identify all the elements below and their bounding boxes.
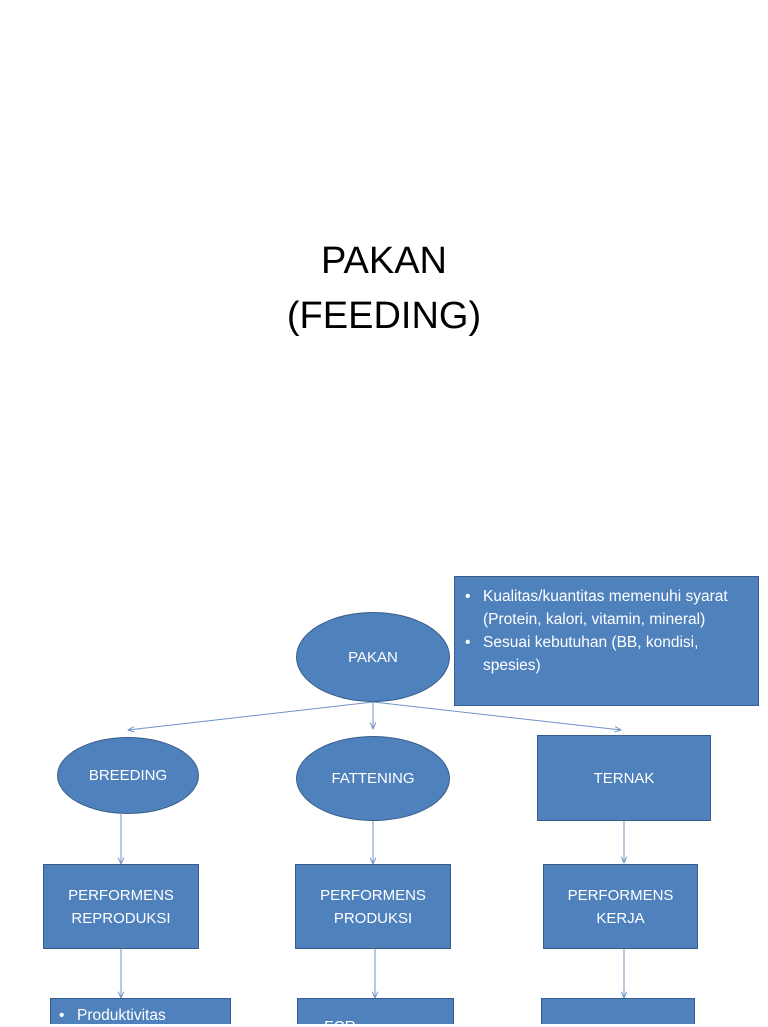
node-fattening: FATTENING — [296, 736, 450, 821]
connector-pakan-breeding — [128, 701, 374, 730]
node-fattening-label: FATTENING — [331, 770, 415, 787]
node-performens-kerja-line1: PERFORMENS — [567, 886, 674, 904]
info-box-list: Kualitas/kuantitas memenuhi syarat (Prot… — [459, 585, 748, 677]
node-performens-produksi: PERFORMENS PRODUKSI — [295, 864, 451, 949]
info-box-item: Sesuai kebutuhan (BB, kondisi, spesies) — [459, 631, 748, 677]
node-pakan-label: PAKAN — [348, 648, 398, 666]
connector-pakan-ternak — [372, 701, 621, 730]
node-breeding: BREEDING — [57, 737, 199, 814]
title-line-1: PAKAN — [320, 240, 447, 282]
node-ternak: TERNAK — [537, 735, 711, 821]
node-breeding-label: BREEDING — [88, 767, 168, 784]
node-performens-kerja-line2: KERJA — [596, 909, 645, 927]
info-box-requirements: Kualitas/kuantitas memenuhi syarat (Prot… — [454, 576, 759, 706]
info-box-item: Kualitas/kuantitas memenuhi syarat (Prot… — [459, 585, 748, 631]
box-kerja-details — [541, 998, 695, 1024]
node-ternak-label: TERNAK — [593, 769, 655, 787]
box-reproduksi-details: Produktivitas — [50, 998, 231, 1027]
box-reproduksi-list: Produktivitas — [53, 1004, 222, 1027]
node-performens-produksi-line1: PERFORMENS — [320, 886, 426, 904]
node-performens-reproduksi: PERFORMENS REPRODUKSI — [43, 864, 199, 949]
node-performens-reproduksi-line2: REPRODUKSI — [71, 909, 171, 927]
slide-title: PAKAN (FEEDING) — [0, 234, 768, 344]
node-performens-reproduksi-line1: PERFORMENS — [68, 886, 174, 904]
box-reproduksi-item: Produktivitas — [53, 1004, 222, 1027]
box-produksi-list: FCR — [300, 1016, 445, 1024]
node-performens-produksi-line2: PRODUKSI — [333, 909, 413, 927]
node-pakan: PAKAN — [296, 612, 450, 702]
title-line-2: (FEEDING) — [286, 295, 482, 337]
box-produksi-details: FCR — [297, 998, 454, 1024]
box-produksi-item: FCR — [300, 1016, 445, 1024]
node-performens-kerja: PERFORMENS KERJA — [543, 864, 698, 949]
